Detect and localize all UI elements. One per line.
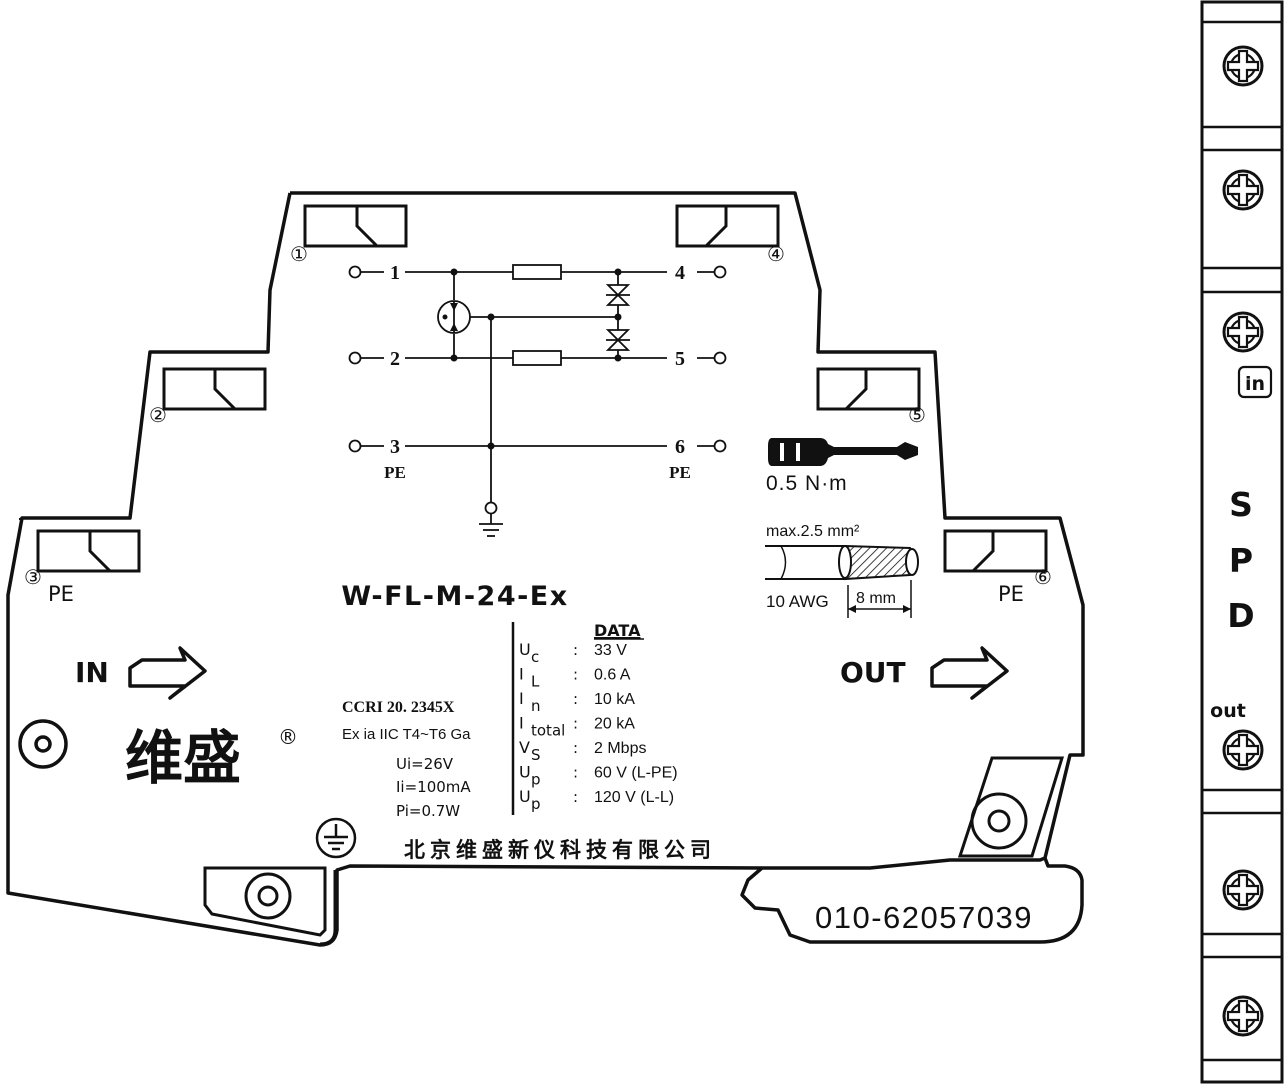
data-row-colon: :	[573, 764, 578, 782]
data-heading: DATA	[594, 621, 641, 640]
data-row-value: 120 V (L-L)	[594, 789, 674, 806]
cert-number: CCRI 20. 2345X	[342, 699, 455, 716]
terminal-slot-1	[303, 204, 408, 248]
circuit-schematic	[348, 264, 727, 537]
torque-label: 0.5 N·m	[766, 472, 848, 495]
screw-icon	[1222, 729, 1264, 771]
screwdriver-icon	[768, 438, 918, 466]
data-row-subscript: n	[531, 697, 541, 715]
side-view: in S P D out	[1200, 0, 1284, 1084]
data-row-value: 10 kA	[594, 691, 635, 708]
terminal-number-2: ②	[149, 403, 167, 427]
data-row-value: 60 V (L-PE)	[594, 765, 678, 782]
in-badge-label: in	[1245, 373, 1265, 395]
terminal-number-1: ①	[290, 242, 308, 266]
terminal-number-4: ④	[767, 242, 785, 266]
screw-icon	[1222, 995, 1264, 1037]
data-row-subscript: p	[531, 795, 541, 813]
data-row-symbol: U	[519, 787, 531, 806]
terminal-slot-2	[162, 367, 267, 411]
terminal-slot-5	[816, 367, 921, 411]
data-row-value: 0.6 A	[594, 667, 631, 684]
terminal-slot-4	[675, 204, 780, 248]
data-row-symbol: U	[519, 640, 531, 659]
out-side-label: out	[1210, 700, 1246, 722]
screw-icon	[1222, 169, 1264, 211]
terminal-number-5: ⑤	[908, 403, 926, 427]
data-row-colon: :	[573, 641, 578, 659]
data-row-colon: :	[573, 690, 578, 708]
data-row-value: 33 V	[594, 642, 627, 659]
data-row-subscript: S	[531, 746, 541, 764]
schematic-pin-labels: 1 2 3 4 5 6 PE PE	[384, 262, 691, 482]
data-row-subscript: c	[531, 648, 539, 666]
ex-marking: Ex ia IIC T4~T6 Ga	[342, 726, 471, 743]
pin-pe-right: PE	[669, 463, 691, 482]
data-row-subscript: p	[531, 771, 541, 789]
in-label: IN	[75, 656, 109, 689]
registered-mark: ®	[278, 725, 298, 749]
terminal-number-3: ③	[24, 565, 42, 589]
terminal-pe-right: PE	[998, 582, 1024, 606]
wire-awg-label: 10 AWG	[766, 592, 829, 611]
data-row-symbol: I	[519, 714, 524, 733]
cert-ii: Ii=100mA	[396, 778, 471, 796]
terminal-slot-6	[943, 529, 1048, 573]
data-row-value: 20 kA	[594, 716, 635, 733]
data-row-colon: :	[573, 666, 578, 684]
terminal-numbers: ① ④ ② ⑤ ③ ⑥ PE PE	[24, 242, 1052, 606]
housing	[6, 191, 1085, 947]
data-row-subscript: total	[531, 722, 565, 740]
pin-label-5: 5	[675, 348, 685, 370]
terminal-slot-3	[36, 529, 141, 573]
pin-label-3: 3	[390, 436, 400, 458]
certification-block: CCRI 20. 2345X Ex ia IIC T4~T6 Ga Ui=26V…	[342, 699, 471, 820]
data-row-value: 2 Mbps	[594, 740, 646, 757]
data-row-symbol: I	[519, 665, 524, 684]
in-badge	[1237, 365, 1273, 399]
out-label: OUT	[840, 656, 906, 689]
terminal-pe-left: PE	[48, 582, 74, 606]
pin-label-6: 6	[675, 436, 685, 458]
terminal-slots	[36, 204, 1048, 573]
wire-max-label: max.2.5 mm²	[766, 523, 860, 540]
strip-length-label: 8 mm	[856, 590, 896, 607]
pin-label-1: 1	[390, 262, 400, 284]
in-arrow-icon	[128, 646, 207, 700]
wire-icon	[765, 544, 919, 618]
model-number: W-FL-M-24-Ex	[341, 581, 568, 612]
spd-letter-d: D	[1227, 596, 1254, 635]
screw-icon	[1222, 45, 1264, 87]
cert-ui: Ui=26V	[396, 755, 454, 773]
phone-number: 010-62057039	[815, 900, 1033, 935]
earth-ground-icon	[315, 817, 357, 859]
pin-pe-left: PE	[384, 463, 406, 482]
brand-logo: 维盛	[125, 724, 241, 792]
pin-label-2: 2	[390, 348, 400, 370]
screw-icon	[1222, 869, 1264, 911]
spd-letter-s: S	[1229, 485, 1253, 524]
data-row-symbol: V	[519, 738, 530, 757]
spd-letter-p: P	[1229, 541, 1253, 580]
data-row-subscript: L	[531, 673, 540, 691]
terminal-number-6: ⑥	[1034, 565, 1052, 589]
data-row-symbol: U	[519, 763, 531, 782]
out-arrow-icon	[930, 646, 1009, 700]
cert-pi: Pi=0.7W	[396, 802, 460, 820]
company-name: 北京维盛新仪科技有限公司	[404, 838, 716, 862]
pin-label-4: 4	[675, 262, 685, 284]
data-row-symbol: I	[519, 689, 524, 708]
data-row-colon: :	[573, 739, 578, 757]
data-row-colon: :	[573, 788, 578, 806]
screw-icon	[1222, 311, 1264, 353]
data-row-colon: :	[573, 715, 578, 733]
